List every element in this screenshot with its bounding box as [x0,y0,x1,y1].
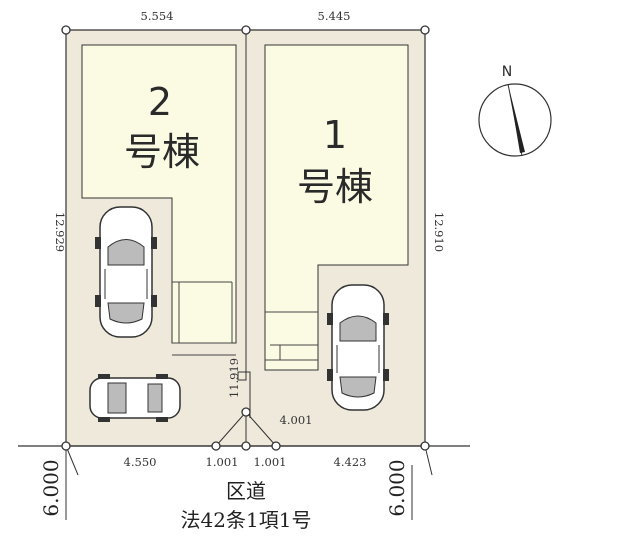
dim-center-line: 11.919 [227,358,241,398]
road-far-edge-right [424,445,433,476]
porch-1 [265,311,318,361]
building-2-label: 号棟 [124,130,200,174]
building-1-footprint [264,44,409,371]
dim-left-side: 12.929 [53,212,67,252]
building-1-number: 1 [323,113,347,157]
north-arrow-icon: N [478,64,552,157]
road-name: 区道 [226,479,266,503]
porch-2 [172,281,236,356]
dim-diag: 4.001 [280,413,313,427]
road-legal-class: 法42条1項1号 [181,508,312,532]
north-label: N [502,64,512,80]
dim-bottom-right: 4.423 [334,455,367,469]
car-icon-right [327,284,389,411]
building-2-number: 2 [148,80,172,124]
building-1-label: 号棟 [297,165,373,209]
boundary-markers [61,25,430,451]
dim-bottom-mid-right: 1.001 [254,455,287,469]
car-icon-horizontal [89,374,181,422]
dim-road-width-left: 6.000 [39,459,63,516]
corner-cut-lines [215,411,277,447]
car-icon-left [95,206,157,338]
dim-right-side: 12.910 [432,212,446,252]
dim-road-width-right: 6.000 [385,459,409,516]
dim-top-left: 5.554 [141,9,174,23]
dim-bottom-left: 4.550 [124,455,157,469]
dim-bottom-mid-left: 1.001 [206,455,239,469]
dim-top-right: 5.445 [318,9,351,23]
road-far-edge-left [65,445,79,476]
